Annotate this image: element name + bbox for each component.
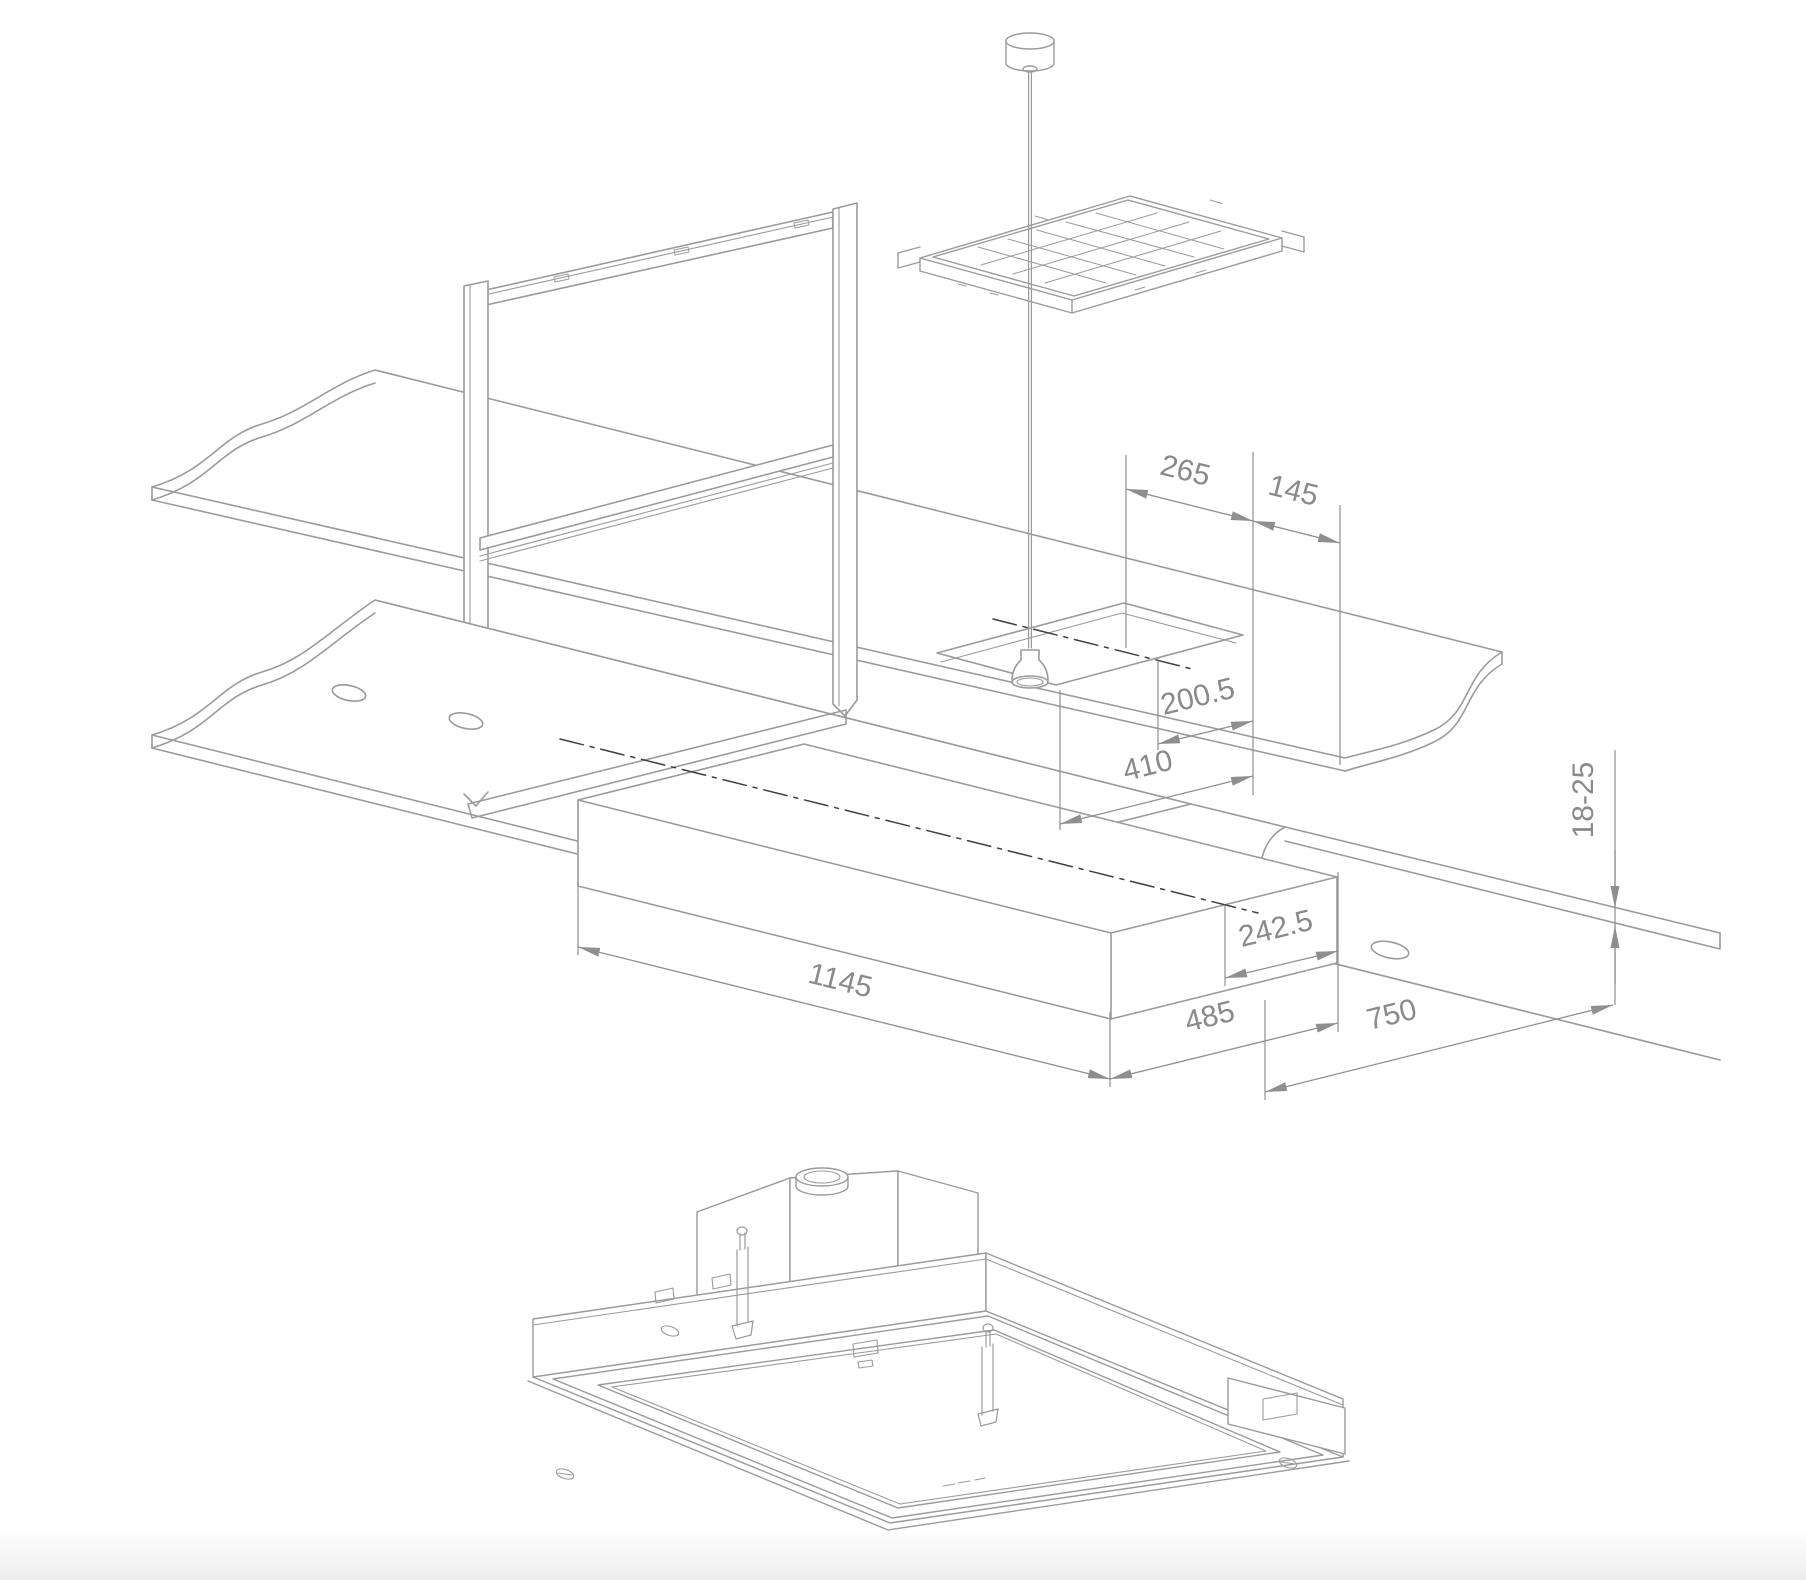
mounting-grid-plate [897, 195, 1305, 314]
dimensions [577, 452, 1620, 1100]
background-fade [0, 1528, 1806, 1580]
dim-label-18-25: 18-25 [1567, 762, 1600, 839]
panel-hole [331, 684, 367, 702]
dim-label-145: 145 [1265, 469, 1322, 513]
dimension-lines [577, 488, 1620, 1093]
ceiling-rose [1005, 32, 1055, 73]
duct-collar [795, 1167, 849, 1196]
screws [555, 1325, 1298, 1480]
frame-bottom-rail [463, 709, 847, 819]
dim-label-1145: 1145 [805, 957, 876, 1005]
hood-body [577, 743, 1338, 1020]
dim-label-485: 485 [1181, 995, 1238, 1039]
hood-centerline [559, 738, 1259, 914]
mounting-frame [463, 202, 858, 807]
pendant-light [1011, 649, 1049, 689]
end-wall-hole [1262, 1392, 1298, 1421]
suspension-assembly [897, 32, 1305, 649]
dim-label-410: 410 [1119, 744, 1176, 788]
suspension-rod [1028, 70, 1032, 649]
hood-pan [527, 1252, 1350, 1531]
dim-label-750: 750 [1363, 993, 1420, 1037]
panel-hole [448, 712, 484, 730]
exploded-view [151, 32, 1721, 1061]
upper-ceiling-panel [151, 369, 1503, 772]
panel-hole [1370, 940, 1410, 960]
dim-label-265: 265 [1157, 449, 1214, 493]
assembled-hood-unit [527, 1167, 1350, 1531]
hanger-brackets [731, 1226, 999, 1427]
cutout-centerline [992, 618, 1193, 670]
